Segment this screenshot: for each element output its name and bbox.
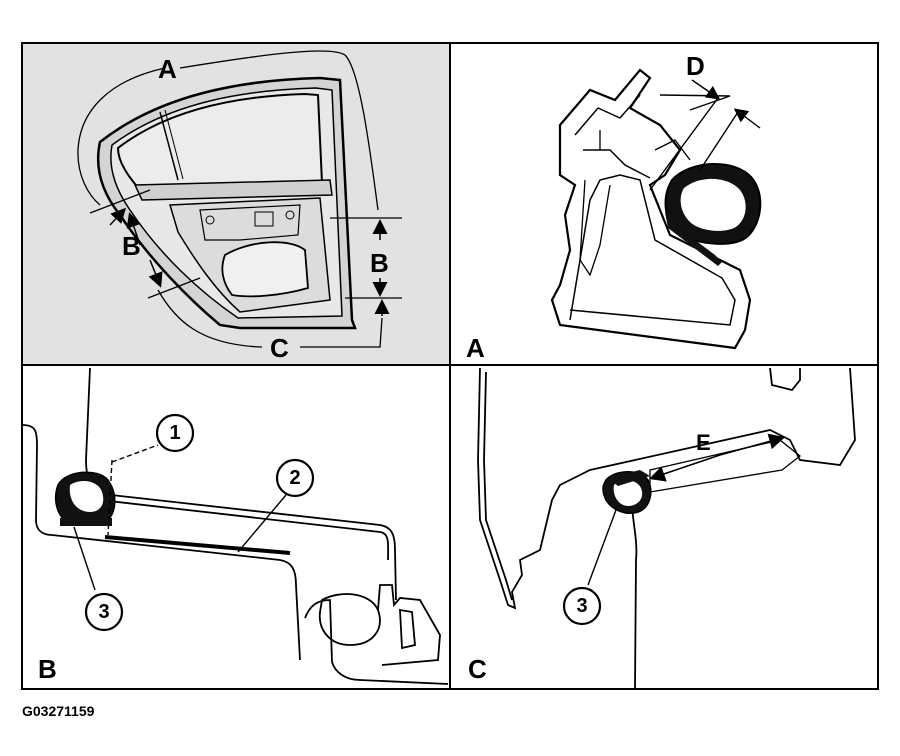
overview-label-b-left: B xyxy=(122,231,141,261)
section-a-caption: A xyxy=(466,333,485,363)
section-c-label-e: E xyxy=(696,430,711,455)
section-a-profile xyxy=(550,68,752,350)
section-c-seal xyxy=(602,470,652,514)
figure-identifier: G03271159 xyxy=(22,703,95,719)
section-a-dimension-d xyxy=(649,79,761,191)
overview-arrows xyxy=(109,207,390,316)
callout-3-b-label: 3 xyxy=(98,601,109,623)
overview-label-a: A xyxy=(158,54,177,84)
overview-label-c: C xyxy=(270,333,289,363)
overview-panel: A B B C xyxy=(21,42,451,366)
rear-door-drawing xyxy=(96,76,357,330)
section-b-caption: B xyxy=(38,654,57,684)
callout-2-label: 2 xyxy=(289,467,300,489)
callout-1: 1 xyxy=(155,413,195,453)
section-a-panel: D A xyxy=(449,42,879,366)
callout-2: 2 xyxy=(275,458,315,498)
callout-1-label: 1 xyxy=(169,422,180,444)
section-b-profile xyxy=(21,367,449,685)
callout-3-c: 3 xyxy=(562,586,602,626)
section-c-profile xyxy=(477,367,856,689)
section-c-panel: E 3 C xyxy=(449,364,879,690)
overview-label-b-right: B xyxy=(370,248,389,278)
section-c-dimension-e xyxy=(587,433,786,586)
section-a-label-d: D xyxy=(686,51,705,81)
section-c-caption: C xyxy=(468,654,487,684)
section-a-seal xyxy=(664,163,762,266)
section-b-seal xyxy=(54,471,116,526)
overview-dimensions xyxy=(77,50,402,348)
callout-3-c-label: 3 xyxy=(576,595,587,617)
callout-3-b: 3 xyxy=(84,592,124,632)
section-b-callout-lines xyxy=(73,444,291,591)
section-b-panel: 1 2 3 B xyxy=(21,364,451,690)
